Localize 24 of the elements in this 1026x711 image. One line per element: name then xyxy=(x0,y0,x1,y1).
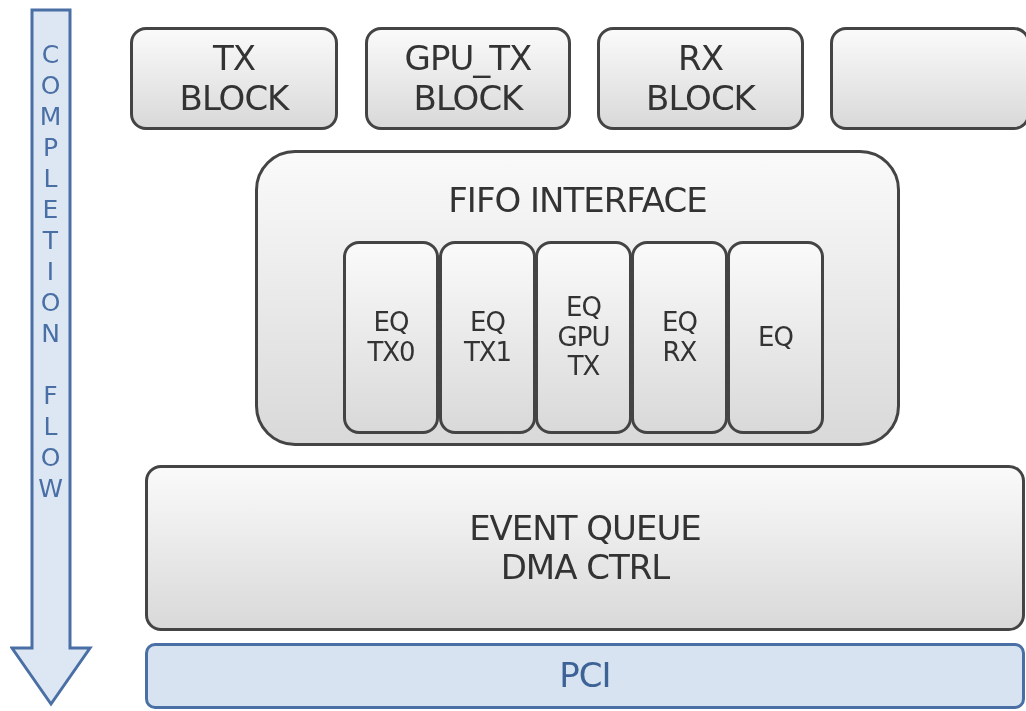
queue-box xyxy=(439,241,536,434)
block-label: FIFO INTERFACE xyxy=(448,181,707,221)
block-label: EQ RX xyxy=(661,307,698,368)
block-label: EQ xyxy=(757,322,794,353)
block-label: RX BLOCK xyxy=(645,39,757,118)
block-label: EVENT QUEUE DMA CTRL xyxy=(468,508,702,588)
block-label: PCI xyxy=(559,656,611,696)
block-label: GPU_TX BLOCK xyxy=(403,39,533,118)
block-box xyxy=(830,27,1026,130)
block-label: EQ GPU TX xyxy=(556,292,611,383)
block-label: EQ TX1 xyxy=(462,307,513,368)
vertical-label: COMPLETION FLOW xyxy=(36,40,64,505)
block-box xyxy=(130,27,338,130)
interface-panel xyxy=(255,150,900,446)
block-box xyxy=(145,465,1025,631)
block-label: TX BLOCK xyxy=(178,39,291,118)
queue-box xyxy=(727,241,824,434)
queue-box xyxy=(535,241,632,434)
block-label: EQ TX0 xyxy=(366,307,416,368)
block-box xyxy=(597,27,804,130)
block-box xyxy=(365,27,571,130)
bus-bar xyxy=(145,643,1025,709)
queue-box xyxy=(631,241,728,434)
queue-box xyxy=(343,241,439,434)
